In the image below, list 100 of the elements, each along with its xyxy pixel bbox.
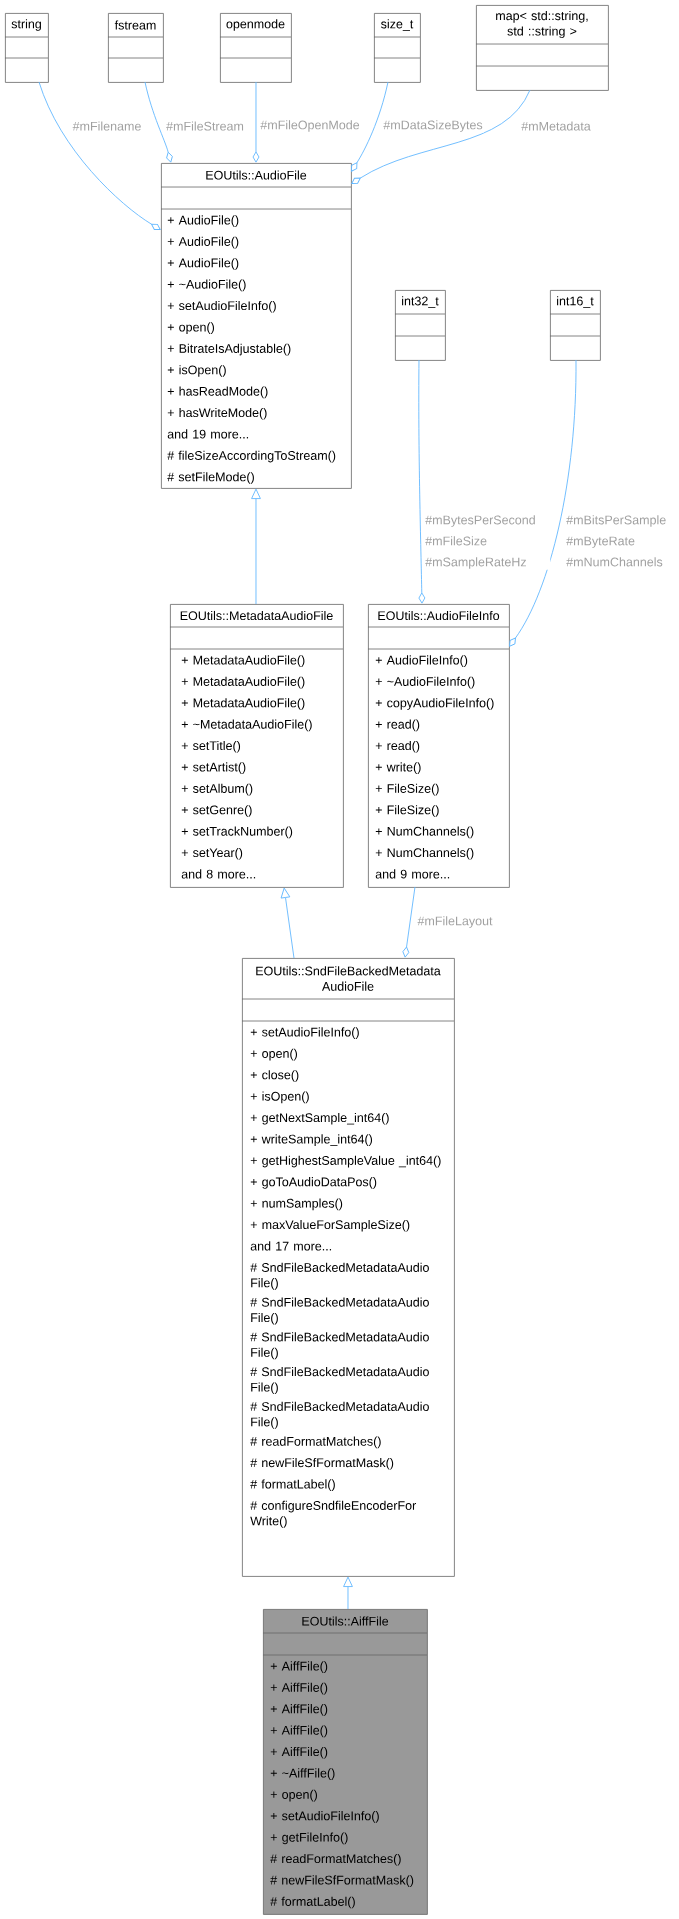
member-name: and 8 more...: [181, 869, 256, 879]
member-name: and 9 more...: [375, 869, 450, 879]
member-name: + open(): [167, 322, 214, 334]
class-box: [160, 163, 352, 489]
member-name: + setAudioFileInfo(): [250, 1027, 359, 1039]
member-name: + AiffFile(): [270, 1661, 328, 1673]
member-name: + setTitle(): [181, 740, 241, 753]
member-name: + setGenre(): [181, 805, 252, 817]
member-name: # readFormatMatches(): [270, 1853, 401, 1866]
member-name: + MetadataAudioFile(): [181, 698, 305, 710]
class-name: EOUtils::AiffFile: [302, 1616, 389, 1626]
member-name: # readFormatMatches(): [250, 1436, 381, 1449]
member-name: + AudioFileInfo(): [375, 655, 468, 667]
class-box: [241, 958, 455, 1577]
member-name: + setTrackNumber(): [181, 826, 293, 839]
member-name: + setAudioFileInfo(): [167, 300, 276, 313]
inheritance-arrow: [343, 1576, 353, 1610]
member-name: + NumChannels(): [375, 826, 474, 839]
member-name: and 17 more...: [250, 1241, 332, 1251]
member-name: # fileSizeAccordingToStream(): [167, 450, 336, 463]
member-name: # formatLabel(): [250, 1479, 335, 1491]
member-name: # setFileMode(): [167, 472, 254, 484]
member-name: # newFileSfFormatMask(): [250, 1457, 394, 1470]
edge-label: #mFileStream: [166, 121, 244, 131]
member-name: + read(): [375, 719, 420, 732]
member-name: + AiffFile(): [270, 1746, 328, 1759]
member-name: + AudioFile(): [167, 215, 239, 227]
edge-label: #mFileOpenMode: [260, 120, 360, 132]
member-name: + setArtist(): [181, 762, 246, 774]
member-name: and 19 more...: [167, 429, 249, 439]
member-name: + FileSize(): [375, 805, 439, 817]
member-name: + FileSize(): [375, 783, 439, 796]
member-name: + isOpen(): [167, 365, 226, 377]
member-name: # formatLabel(): [270, 1896, 355, 1909]
member-name: # SndFileBackedMetadataAudio File(): [250, 1401, 429, 1429]
aggregation-line: [351, 89, 531, 184]
member-name: + NumChannels(): [375, 847, 474, 860]
inheritance-arrow: [280, 887, 295, 959]
class-box: [394, 290, 446, 361]
member-name: # SndFileBackedMetadataAudio File(): [250, 1297, 429, 1325]
class-name: map< std::string, std ::string >: [496, 11, 588, 39]
member-name: + AudioFile(): [167, 236, 239, 249]
member-name: + read(): [375, 740, 420, 753]
member-name: + getFileInfo(): [270, 1832, 348, 1845]
member-name: + write(): [375, 762, 421, 774]
edge-label: #mBytesPerSecond #mFileSize #mSampleRateHz: [425, 515, 535, 569]
member-name: + open(): [270, 1789, 317, 1802]
class-box: [169, 604, 344, 888]
member-name: + setAudioFileInfo(): [270, 1811, 379, 1823]
member-name: # configureSndfileEncoderFor Write(): [250, 1500, 416, 1528]
class-name: size_t: [381, 19, 414, 31]
class-box: [475, 5, 609, 91]
member-name: + close(): [250, 1070, 299, 1082]
member-name: + copyAudioFileInfo(): [375, 698, 494, 710]
member-name: + goToAudioDataPos(): [250, 1177, 377, 1189]
member-name: + setAlbum(): [181, 783, 253, 796]
class-name: int16_t: [557, 296, 594, 308]
edge-label: #mBitsPerSample #mByteRate #mNumChannels: [566, 515, 666, 567]
member-name: + MetadataAudioFile(): [181, 676, 305, 689]
edge-label: #mFilename: [72, 121, 141, 131]
member-name: # SndFileBackedMetadataAudio File(): [250, 1262, 429, 1290]
aggregation-line: [509, 359, 577, 647]
member-name: + ~AudioFile(): [167, 279, 246, 292]
inheritance-arrow: [251, 488, 261, 605]
class-box: [367, 604, 510, 888]
member-name: # SndFileBackedMetadataAudio File(): [250, 1367, 429, 1395]
class-name: EOUtils::AudioFileInfo: [378, 610, 500, 621]
member-name: + AudioFile(): [167, 258, 239, 270]
class-name: EOUtils::SndFileBackedMetadata AudioFile: [256, 966, 441, 991]
member-name: + AiffFile(): [270, 1682, 328, 1695]
aggregation-line: [144, 81, 173, 163]
member-name: + AiffFile(): [270, 1725, 328, 1738]
class-name: EOUtils::MetadataAudioFile: [180, 610, 333, 621]
member-name: + ~MetadataAudioFile(): [181, 719, 312, 732]
member-name: # SndFileBackedMetadataAudio File(): [250, 1332, 429, 1360]
aggregation-line: [38, 81, 161, 230]
member-name: + setYear(): [181, 847, 243, 860]
member-name: + isOpen(): [250, 1091, 309, 1104]
class-name: fstream: [114, 20, 156, 30]
member-name: + writeSample_int64(): [250, 1134, 372, 1146]
member-name: + maxValueForSampleSize(): [250, 1219, 410, 1232]
class-box: [262, 1609, 428, 1915]
member-name: + hasWriteMode(): [167, 407, 267, 420]
class-box: [107, 13, 164, 83]
aggregation-line: [402, 886, 416, 958]
aggregation-line: [351, 81, 389, 172]
class-name: string: [11, 19, 41, 31]
aggregation-line: [418, 359, 426, 604]
member-name: + numSamples(): [250, 1198, 343, 1211]
edge-label: #mDataSizeBytes: [383, 120, 483, 132]
member-name: + MetadataAudioFile(): [181, 655, 305, 667]
edge-label: #mMetadata: [521, 121, 591, 131]
member-name: + ~AudioFileInfo(): [375, 676, 475, 689]
member-name: # newFileSfFormatMask(): [270, 1875, 414, 1887]
class-box: [549, 290, 601, 361]
member-name: + BitrateIsAdjustable(): [167, 343, 291, 356]
class-name: openmode: [226, 19, 285, 31]
member-name: + open(): [250, 1048, 297, 1061]
member-name: + hasReadMode(): [167, 386, 268, 399]
class-box: [4, 13, 49, 83]
